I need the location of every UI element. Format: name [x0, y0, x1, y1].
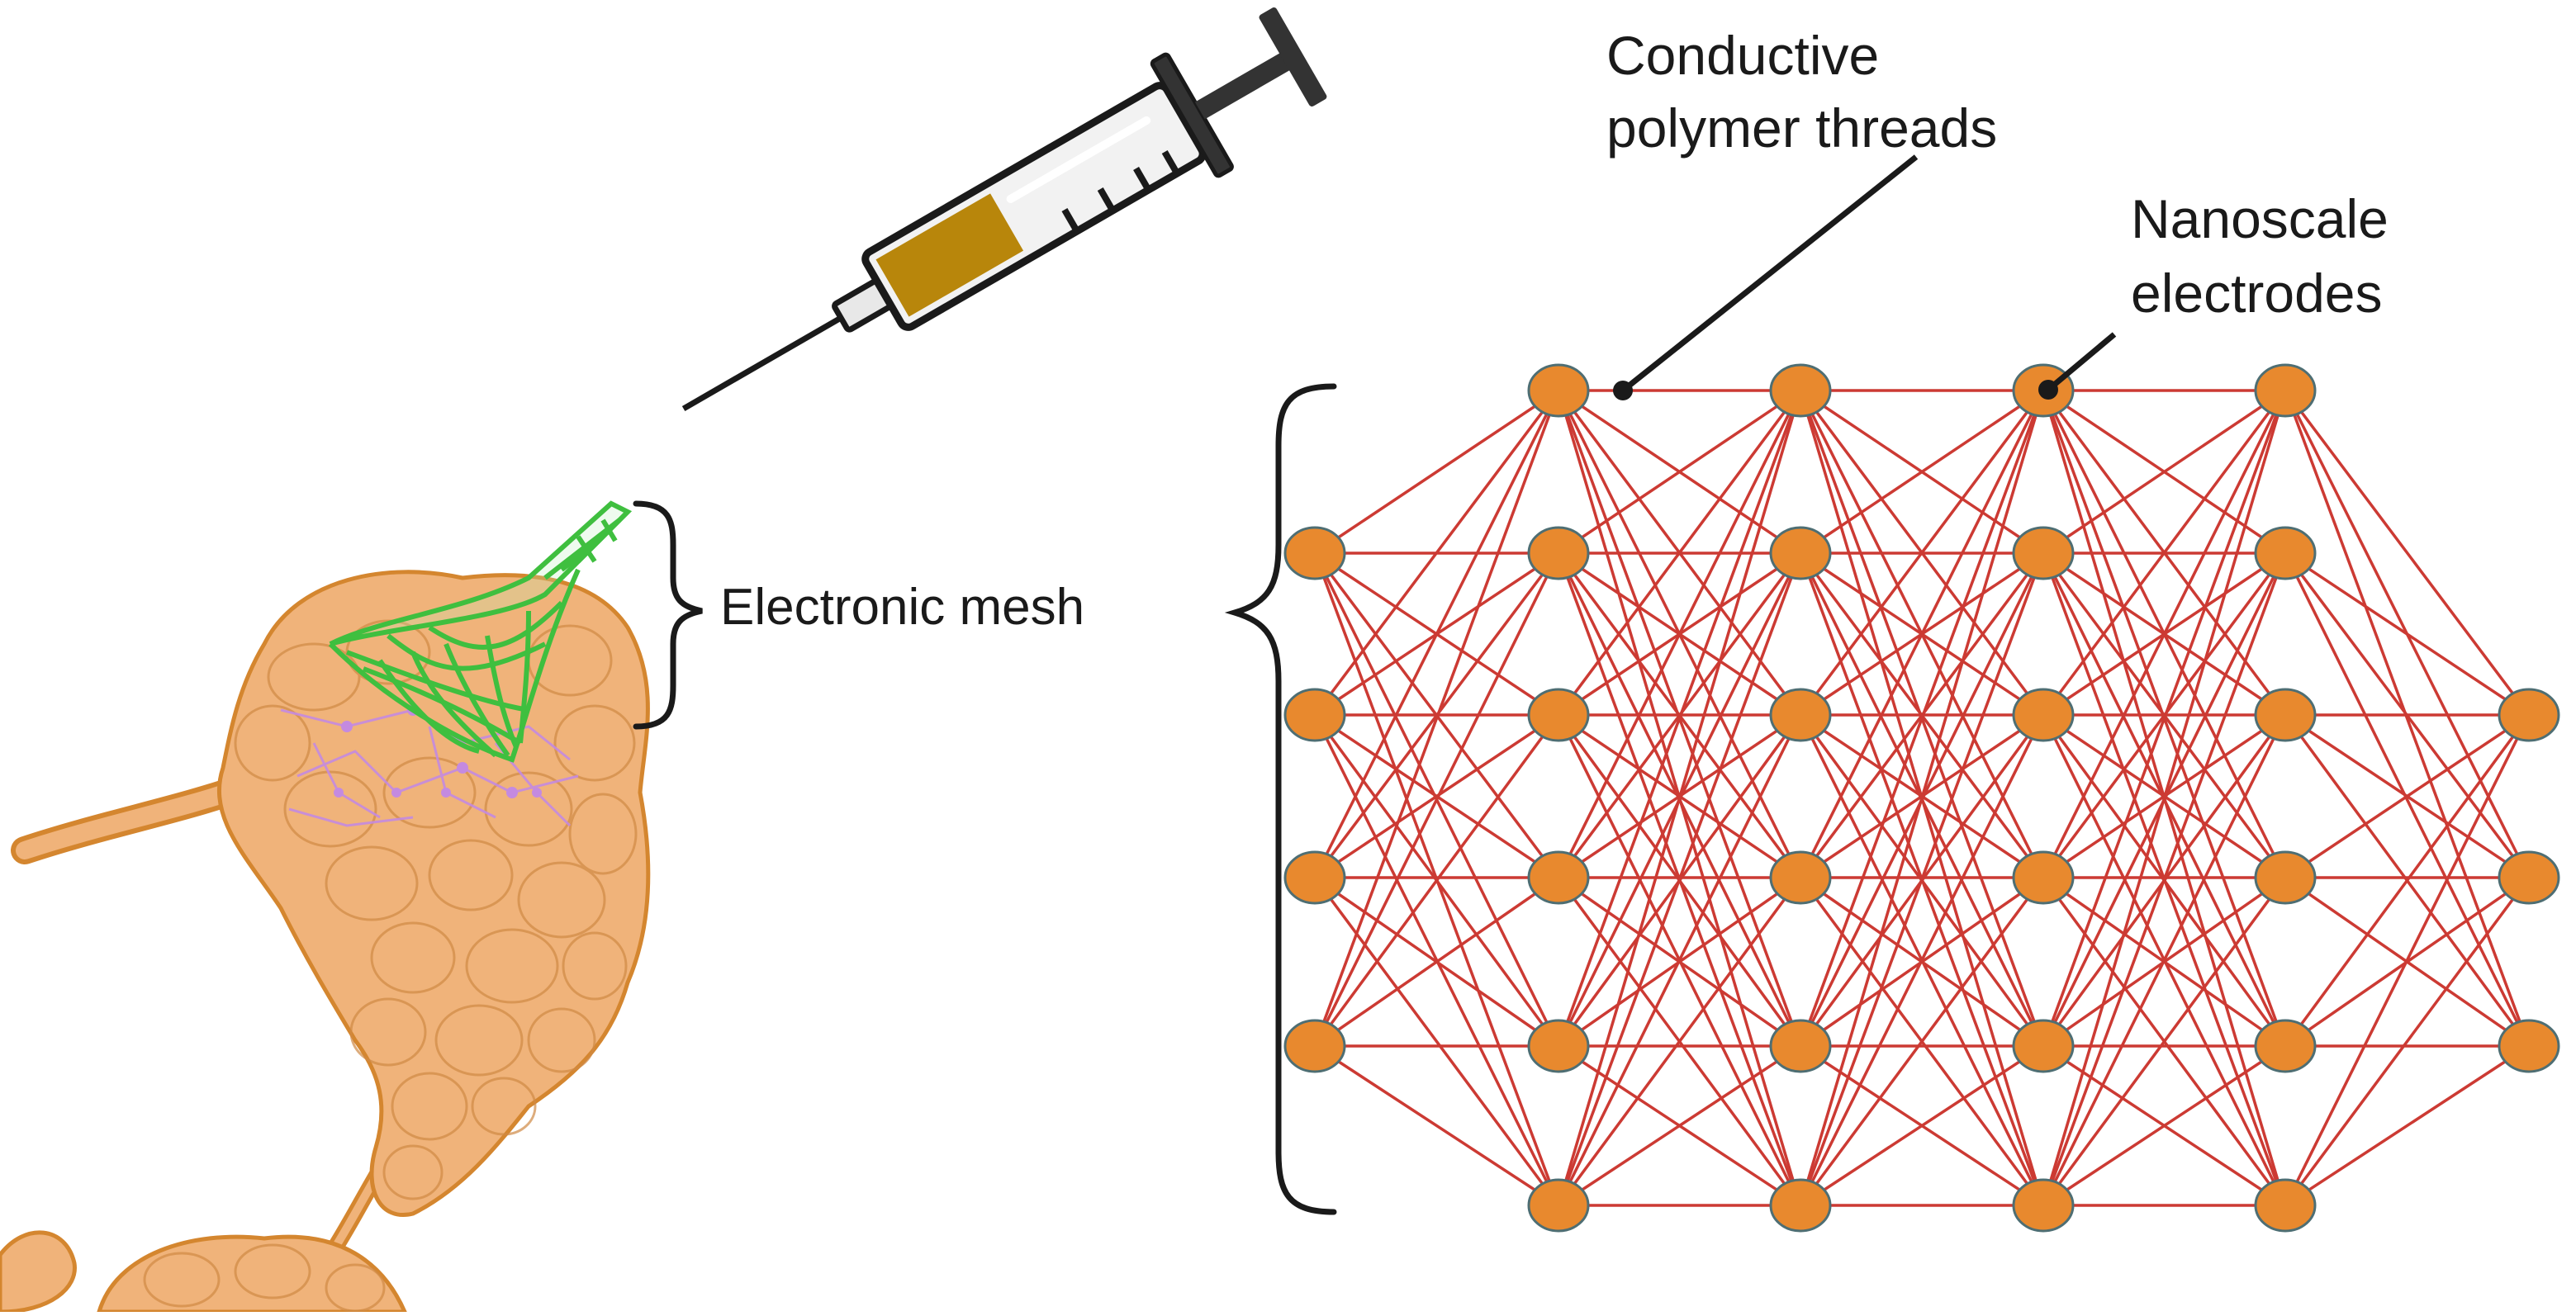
conductive-thread [1557, 390, 1802, 1047]
conductive-thread [2284, 876, 2531, 1207]
network-brace-icon [1224, 383, 1337, 1215]
electrode-node [2012, 1019, 2075, 1073]
conductive-thread [1314, 1044, 1559, 1207]
conductive-thread [2284, 1044, 2530, 1207]
conductive-thread [1313, 552, 1560, 1047]
conductive-thread [2284, 551, 2530, 717]
conductive-thread [1313, 390, 1560, 878]
electrode-node [2012, 688, 2075, 742]
conductive-thread [1557, 390, 1802, 878]
brace-icon [633, 500, 703, 730]
electronic-mesh-label: Electronic mesh [720, 579, 1084, 636]
electrodes-label-line1: Nanoscale [2131, 188, 2389, 249]
electrode-layer [1283, 363, 2560, 1233]
electrode-node [2254, 688, 2317, 742]
conductive-thread [1800, 389, 2044, 555]
conductive-thread [2284, 714, 2531, 1206]
tissue-lobe [217, 570, 651, 1217]
conductive-thread [1313, 713, 1560, 1048]
conductive-thread [1314, 876, 1559, 1048]
conductive-thread [2284, 713, 2530, 879]
conductive-thread [1558, 1044, 1801, 1207]
conductive-thread [2042, 1044, 2286, 1207]
electrode-node [2012, 850, 2075, 905]
conductive-thread [1799, 389, 2045, 717]
electrode-node [1527, 850, 1590, 905]
electrode-node [2254, 1178, 2317, 1233]
tissue-illustration [0, 7, 1327, 1314]
electrode-node [2254, 363, 2317, 418]
conductive-thread [2284, 552, 2531, 1047]
conductive-thread [1557, 552, 1802, 1206]
conductive-thread [1799, 714, 2045, 1206]
conductive-thread [1314, 389, 1559, 555]
conductive-thread [1558, 389, 1801, 555]
conductive-thread [1314, 713, 1559, 879]
electrode-node [1283, 1019, 1346, 1073]
conductive-thread [2042, 389, 2286, 555]
electrode-node [1769, 1019, 1832, 1073]
electrode-node [1527, 363, 1590, 418]
conductive-thread [2042, 389, 2287, 717]
electrode-node [2254, 526, 2317, 580]
electrode-node [1283, 526, 1346, 580]
electrode-node [1283, 688, 1346, 742]
conductive-thread [1557, 389, 1802, 717]
conductive-thread [1799, 390, 2045, 1047]
electrode-node [1527, 1019, 1590, 1073]
electronic-mesh-icon [328, 500, 633, 763]
conductive-thread [2284, 389, 2531, 717]
conductive-thread [2042, 714, 2287, 1206]
electrode-node [1527, 1178, 1590, 1233]
electrode-node [1769, 850, 1832, 905]
conductive-thread [1557, 714, 1802, 1206]
electrode-node [2012, 1178, 2075, 1233]
conductive-thread [1799, 876, 2045, 1207]
threads-label-line2: polymer threads [1606, 97, 1997, 159]
electrode-node [1769, 688, 1832, 742]
electrode-node [2254, 850, 2317, 905]
threads-label-line1: Conductive [1606, 25, 1879, 86]
electrode-node [1769, 363, 1832, 418]
threads-callout: Conductive polymer threads [1606, 25, 1997, 400]
conductive-thread [2042, 390, 2287, 1206]
conductive-thread [2042, 390, 2287, 1047]
conductive-thread [2042, 390, 2287, 878]
conductive-thread [2284, 390, 2531, 1047]
conductive-thread [1799, 552, 2045, 1206]
conductive-thread [1557, 390, 1802, 1206]
electrode-node [2012, 526, 2075, 580]
electrodes-label-line2: electrodes [2131, 263, 2383, 324]
electrode-node [1769, 526, 1832, 580]
conductive-thread [1799, 390, 2045, 878]
conductive-thread [2042, 552, 2287, 1206]
conductive-thread [2042, 876, 2287, 1207]
electrode-node [2254, 1019, 2317, 1073]
tissue-lobe-bottom [96, 1234, 408, 1314]
conductive-thread [1800, 1044, 2044, 1207]
conductive-thread [1557, 876, 1802, 1207]
electrode-node [1527, 526, 1590, 580]
electrode-node [2498, 1019, 2560, 1073]
syringe-icon [681, 7, 1327, 412]
conductive-thread-layer [1313, 389, 2531, 1207]
conductive-thread [1313, 390, 1560, 1047]
electrodes-callout: Nanoscale electrodes [2038, 188, 2389, 400]
conductive-thread [2284, 713, 2531, 1048]
electrode-node [1527, 688, 1590, 742]
electrode-node [1283, 850, 1346, 905]
electrode-node [2498, 688, 2560, 742]
electrode-node [2498, 850, 2560, 905]
conductive-thread [1313, 876, 1560, 1207]
conductive-thread [1799, 390, 2045, 1206]
conductive-thread [1313, 389, 1560, 717]
electrode-node [1769, 1178, 1832, 1233]
